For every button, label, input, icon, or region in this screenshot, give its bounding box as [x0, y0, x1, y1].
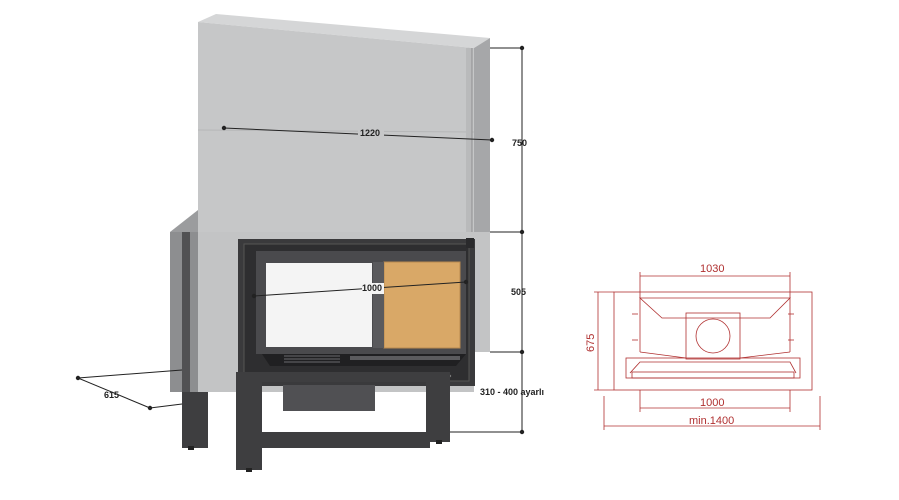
glass-1000-label: 1000 [362, 283, 382, 293]
stand [182, 372, 450, 472]
depth-615-label: 615 [104, 390, 119, 400]
plan-min-1400-label: min.1400 [689, 415, 734, 427]
leg-height-label: 310 - 400 ayarlı [480, 387, 544, 397]
grate [284, 355, 340, 363]
height-750-label: 750 [512, 138, 527, 148]
plan-depth-675-label: 675 [585, 334, 597, 352]
plan-width-1030-label: 1030 [700, 263, 724, 275]
plan-width-1000-label: 1000 [700, 397, 724, 409]
height-505-label: 505 [511, 287, 526, 297]
hood-panel [197, 14, 490, 232]
width-1220-label: 1220 [360, 128, 380, 138]
plan-view [594, 272, 821, 430]
firebox [238, 238, 475, 386]
fireplace-3d-view: 1220 750 1000 505 310 - 400 ayarlı 615 [75, 14, 544, 472]
ash-drawer [283, 385, 375, 411]
dimension-points [75, 45, 525, 435]
